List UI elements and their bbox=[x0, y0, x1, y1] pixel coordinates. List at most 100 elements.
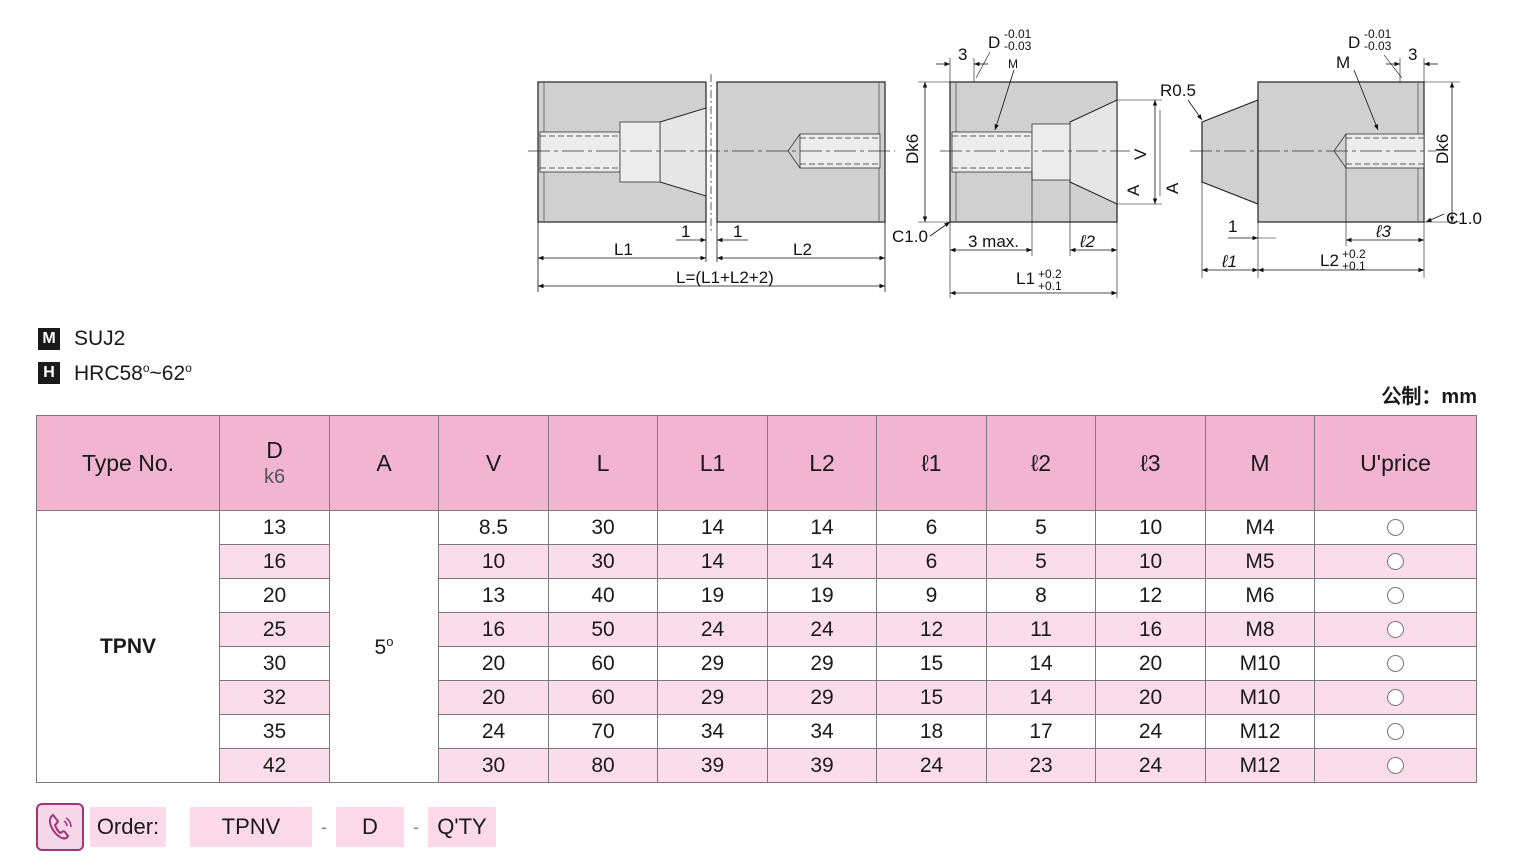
dim-A-female: A bbox=[1124, 184, 1143, 196]
cell-d: 25 bbox=[219, 612, 330, 647]
cell-uprice[interactable] bbox=[1314, 748, 1477, 783]
cell-m: M4 bbox=[1205, 510, 1315, 545]
cell-uprice[interactable] bbox=[1314, 544, 1477, 579]
price-circle-icon[interactable] bbox=[1387, 519, 1404, 537]
cell-uprice[interactable] bbox=[1314, 646, 1477, 681]
cell-ell1: 18 bbox=[876, 714, 987, 749]
dim-total-L: L=(L1+L2+2) bbox=[676, 268, 774, 287]
price-circle-icon[interactable] bbox=[1387, 723, 1404, 741]
dim-dk6-male: Dk6 bbox=[1433, 134, 1452, 164]
cell-uprice[interactable] bbox=[1314, 680, 1477, 715]
dim-L1: L1 bbox=[614, 240, 633, 259]
dim-gap-left: 1 bbox=[681, 222, 690, 241]
table-row: 35 24 70 34 34 18 17 24 M12 bbox=[37, 714, 1477, 749]
header-type-no: Type No. bbox=[36, 415, 220, 511]
unit-label: 公制：mm bbox=[1381, 386, 1477, 408]
phone-icon[interactable] bbox=[36, 803, 84, 851]
cell-l1: 14 bbox=[657, 544, 768, 579]
cell-l2: 29 bbox=[767, 646, 877, 681]
price-circle-icon[interactable] bbox=[1387, 621, 1404, 639]
cell-d: 13 bbox=[219, 510, 330, 545]
order-label: Order: bbox=[90, 807, 166, 847]
dim-D-tol-upper-male: -0.01 bbox=[1364, 27, 1392, 41]
price-circle-icon[interactable] bbox=[1387, 689, 1404, 707]
cell-l2: 39 bbox=[767, 748, 877, 783]
cell-v: 24 bbox=[438, 714, 549, 749]
header-v: V bbox=[438, 415, 549, 511]
cell-l1: 34 bbox=[657, 714, 768, 749]
cell-ell2: 17 bbox=[986, 714, 1096, 749]
dim-L2-tol-upper: +0.2 bbox=[1342, 247, 1366, 261]
cell-ell1: 24 bbox=[876, 748, 987, 783]
cell-l2: 19 bbox=[767, 578, 877, 613]
cell-ell2: 14 bbox=[986, 646, 1096, 681]
cell-uprice[interactable] bbox=[1314, 510, 1477, 545]
table-row: 25 16 50 24 24 12 11 16 M8 bbox=[37, 612, 1477, 647]
angle-cell: 5o bbox=[329, 510, 439, 783]
header-ell1: ℓ1 bbox=[876, 415, 987, 511]
material-badge: M bbox=[38, 328, 60, 350]
cell-l1: 39 bbox=[657, 748, 768, 783]
header-l: L bbox=[548, 415, 658, 511]
cell-l1: 19 bbox=[657, 578, 768, 613]
cell-ell2: 11 bbox=[986, 612, 1096, 647]
price-circle-icon[interactable] bbox=[1387, 757, 1404, 775]
cell-ell1: 6 bbox=[876, 544, 987, 579]
cell-v: 20 bbox=[438, 646, 549, 681]
cell-v: 20 bbox=[438, 680, 549, 715]
dim-D-female: D bbox=[988, 33, 1000, 52]
cell-ell3: 10 bbox=[1095, 510, 1206, 545]
order-bar: Order: TPNV - D - Q'TY bbox=[36, 803, 496, 851]
cell-l: 30 bbox=[548, 544, 658, 579]
order-separator: - bbox=[413, 816, 419, 837]
type-cell: TPNV bbox=[36, 510, 220, 783]
order-d-field[interactable]: D bbox=[336, 807, 404, 847]
header-m: M bbox=[1205, 415, 1315, 511]
cell-ell3: 10 bbox=[1095, 544, 1206, 579]
cell-ell1: 6 bbox=[876, 510, 987, 545]
cell-v: 10 bbox=[438, 544, 549, 579]
cell-uprice[interactable] bbox=[1314, 714, 1477, 749]
dim-l3: ℓ3 bbox=[1375, 222, 1391, 241]
cell-m: M12 bbox=[1205, 748, 1315, 783]
cell-l2: 34 bbox=[767, 714, 877, 749]
cell-l2: 24 bbox=[767, 612, 877, 647]
order-qty-field[interactable]: Q'TY bbox=[428, 807, 496, 847]
dim-L2-male: L2 bbox=[1320, 251, 1339, 270]
dim-1-male: 1 bbox=[1228, 217, 1237, 236]
cell-ell1: 15 bbox=[876, 646, 987, 681]
header-ell3: ℓ3 bbox=[1095, 415, 1206, 511]
price-circle-icon[interactable] bbox=[1387, 655, 1404, 673]
cell-uprice[interactable] bbox=[1314, 578, 1477, 613]
dim-dk6-female: Dk6 bbox=[903, 134, 922, 164]
cell-uprice[interactable] bbox=[1314, 612, 1477, 647]
drawing-assembly: L1 L2 1 1 L=(L1+L2+2) bbox=[528, 74, 895, 292]
cell-d: 16 bbox=[219, 544, 330, 579]
hardness-badge: H bbox=[38, 362, 60, 384]
cell-v: 30 bbox=[438, 748, 549, 783]
dim-D-tol-upper-female: -0.01 bbox=[1004, 27, 1032, 41]
cell-l2: 14 bbox=[767, 544, 877, 579]
technical-drawings: L1 L2 1 1 L=(L1+L2+2) Dk6 V A bbox=[0, 0, 1531, 310]
header-uprice: U'price bbox=[1314, 415, 1477, 511]
dim-C-male: C1.0 bbox=[1446, 209, 1482, 228]
dim-L2-tol-lower: +0.1 bbox=[1342, 259, 1366, 273]
dim-C-female: C1.0 bbox=[892, 227, 928, 246]
price-circle-icon[interactable] bbox=[1387, 587, 1404, 605]
order-type-field[interactable]: TPNV bbox=[190, 807, 312, 847]
price-circle-icon[interactable] bbox=[1387, 553, 1404, 571]
cell-ell1: 12 bbox=[876, 612, 987, 647]
table-row: 32 20 60 29 29 15 14 20 M10 bbox=[37, 680, 1477, 715]
header-ell2: ℓ2 bbox=[986, 415, 1096, 511]
dim-gap-right: 1 bbox=[733, 222, 742, 241]
cell-l2: 29 bbox=[767, 680, 877, 715]
cell-m: M8 bbox=[1205, 612, 1315, 647]
dim-l2: ℓ2 bbox=[1079, 232, 1095, 251]
table-row: 20 13 40 19 19 9 8 12 M6 bbox=[37, 578, 1477, 613]
cell-ell2: 5 bbox=[986, 510, 1096, 545]
cell-l1: 24 bbox=[657, 612, 768, 647]
dim-L2: L2 bbox=[793, 240, 812, 259]
cell-m: M10 bbox=[1205, 646, 1315, 681]
